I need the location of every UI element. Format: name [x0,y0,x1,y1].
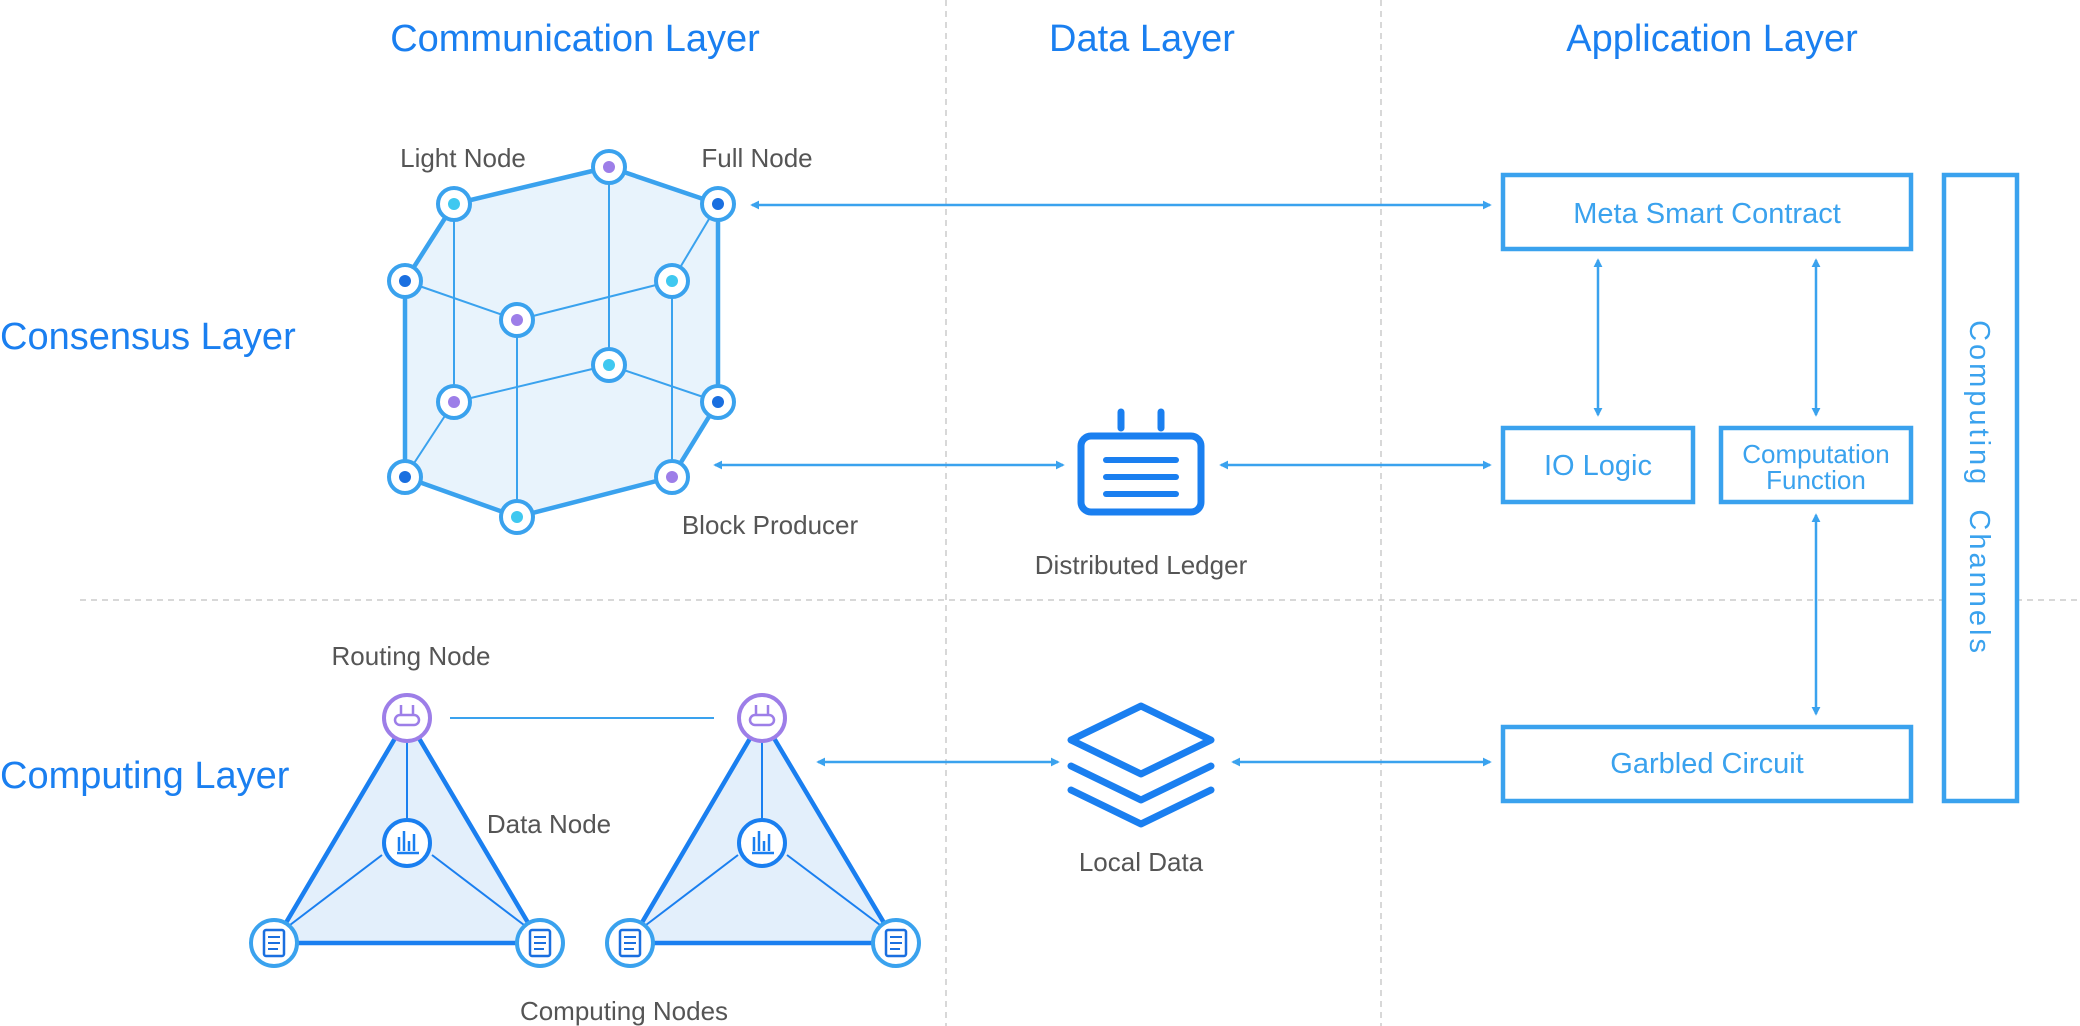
dividers [80,0,2080,1026]
layers-icon [1067,702,1215,828]
meta-smart-contract-box [1500,172,1914,252]
computation-function-box [1718,425,1914,505]
io-logic-box [1500,425,1696,505]
router-icon [737,693,787,743]
document-icon [515,918,565,968]
document-icon [605,918,655,968]
label-routing-node: Routing Node [332,641,491,671]
computing-channels-box [1941,172,2020,804]
computing-cluster-right [605,693,921,968]
connector-arrows [713,200,1821,767]
label-light-node: Light Node [400,143,526,173]
computation-function-label-line2: Function [1766,465,1866,495]
computation-function-label-line1: Computation [1742,439,1889,469]
consensus-node [654,459,690,495]
label-distributed-ledger: Distributed Ledger [1035,550,1248,580]
label-full-node: Full Node [701,143,812,173]
row-title-computing-layer: Computing Layer [0,755,290,797]
header-communication-layer: Communication Layer [390,18,760,60]
garbled-circuit-label: Garbled Circuit [1610,748,1803,780]
consensus-node [700,384,736,420]
router-icon [382,693,432,743]
computing-cluster-left [249,693,565,968]
consensus-network: Light Node Full Node Block Producer [387,143,859,540]
consensus-node [499,499,535,535]
garbled-circuit-box [1500,724,1914,804]
consensus-node [499,302,535,338]
consensus-node [436,186,472,222]
ledger-icon [1077,408,1205,516]
consensus-node [387,459,423,495]
consensus-node [654,263,690,299]
document-icon [249,918,299,968]
label-computing-nodes: Computing Nodes [520,996,728,1026]
chart-icon [382,818,432,868]
io-logic-label: IO Logic [1544,450,1652,482]
cube-nodes [387,149,736,535]
consensus-node [591,347,627,383]
header-data-layer: Data Layer [1049,18,1235,60]
label-data-node: Data Node [487,809,611,839]
computing-channels-label: Computing Channels [1963,320,1995,656]
row-title-consensus-layer: Consensus Layer [0,316,296,358]
header-application-layer: Application Layer [1566,18,1858,60]
consensus-node [436,384,472,420]
consensus-node [591,149,627,185]
document-icon [871,918,921,968]
computing-network: Routing Node Data Node Computing Nodes [249,641,921,1026]
consensus-node [700,186,736,222]
chart-icon [737,818,787,868]
consensus-node [387,263,423,299]
application-boxes [1500,172,2020,804]
label-local-data: Local Data [1079,847,1204,877]
meta-smart-contract-label: Meta Smart Contract [1573,198,1841,230]
label-block-producer: Block Producer [682,510,859,540]
